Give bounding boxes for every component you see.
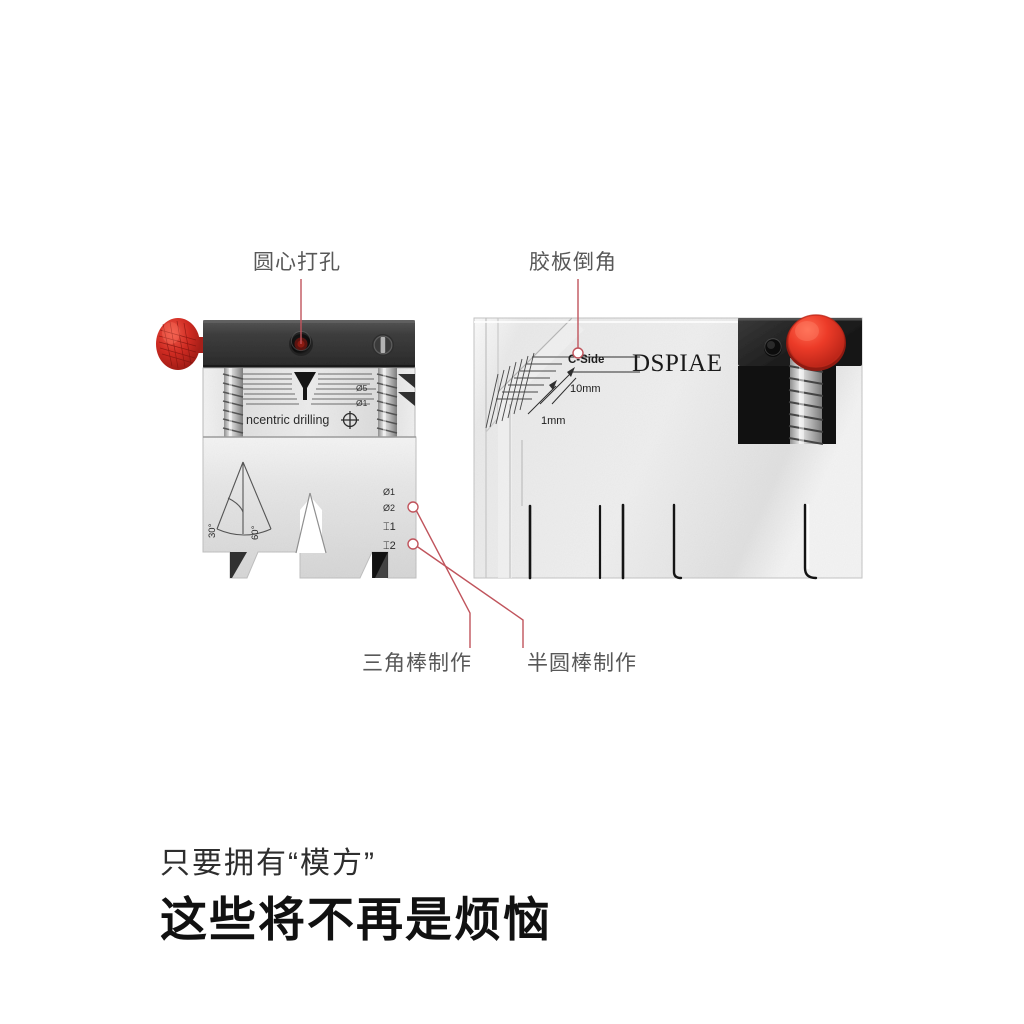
left-tool-red-knob[interactable] — [156, 318, 208, 370]
left-tool-center-hole — [289, 330, 313, 356]
right-tool-red-knob[interactable] — [786, 314, 846, 371]
callout-dot-halfround-rod — [407, 538, 419, 550]
callout-line-halfround-rod — [414, 544, 524, 648]
left-tool-mark-h1: ⌶1 — [383, 521, 396, 533]
left-tool-mark-d2: Ø2 — [383, 503, 395, 513]
left-tool-mark-d1: Ø1 — [383, 487, 395, 497]
callout-label-center-drilling: 圆心打孔 — [253, 251, 341, 274]
callout-dot-plate-chamfer — [572, 347, 584, 359]
left-tool-screw-right — [376, 368, 398, 438]
left-tool-diameter-top-label: Ø5 — [356, 383, 368, 393]
right-tool-screw — [788, 358, 824, 445]
left-tool-mark-list: Ø1 Ø2 ⌶1 ⌶2 — [383, 487, 396, 552]
right-tool-slot — [672, 503, 683, 580]
callout-lines — [300, 279, 584, 648]
left-tool-screw-left — [222, 368, 244, 438]
right-tool-group: C-Side 10mm 1mm DSPIAE — [473, 314, 863, 580]
left-tool-angle-gauge — [216, 461, 272, 536]
right-tool-slot — [803, 503, 818, 580]
left-tool-group: Ø5 Ø1 ncentric drilling — [156, 318, 417, 579]
headline-subtitle: 只要拥有“模方” — [160, 847, 376, 880]
headline-block: 只要拥有“模方” 这些将不再是烦恼 — [160, 845, 860, 948]
right-tool-cside-label: C-Side — [568, 354, 604, 366]
callout-dot-triangle-rod — [407, 501, 419, 513]
callout-label-triangle-rod: 三角棒制作 — [362, 652, 472, 675]
right-tool-black-block — [738, 318, 862, 444]
left-tool-engraved-scale-left — [237, 373, 299, 405]
right-tool-scale-max-label: 10mm — [570, 383, 601, 395]
right-tool-scale-arrows — [549, 367, 577, 405]
callout-label-halfround-rod: 半圆棒制作 — [527, 652, 637, 675]
right-tool-scale-min-label: 1mm — [541, 415, 565, 427]
left-tool-black-bar — [203, 320, 415, 368]
left-tool-slotted-screw — [372, 334, 394, 356]
left-tool-drilling-text: ncentric drilling — [246, 413, 329, 427]
callout-line-triangle-rod — [414, 507, 471, 648]
callout-label-plate-chamfer: 胶板倒角 — [529, 251, 617, 274]
left-tool-crosshair-icon — [341, 411, 359, 429]
headline-title: 这些将不再是烦恼 — [160, 892, 552, 946]
left-tool-engraved-scale-right — [311, 373, 376, 405]
right-tool-brand-logo: DSPIAE — [632, 350, 723, 377]
right-tool-chamfer-annotation — [527, 356, 640, 415]
left-tool-angle-60-label: 60° — [250, 525, 261, 540]
right-tool-body — [473, 317, 863, 579]
left-tool-mark-h2: ⌶2 — [383, 540, 396, 552]
right-tool-chamfer-hatching — [485, 352, 568, 429]
left-tool-upper-body: Ø5 Ø1 ncentric drilling — [202, 367, 416, 439]
left-tool-lower-body: 30° 60° Ø1 Ø2 ⌶1 ⌶2 — [202, 436, 417, 579]
left-tool-diameter-bottom-label: Ø1 — [356, 398, 368, 408]
left-tool-angle-30-label: 30° — [207, 523, 218, 538]
right-tool-slot-group — [528, 503, 818, 580]
